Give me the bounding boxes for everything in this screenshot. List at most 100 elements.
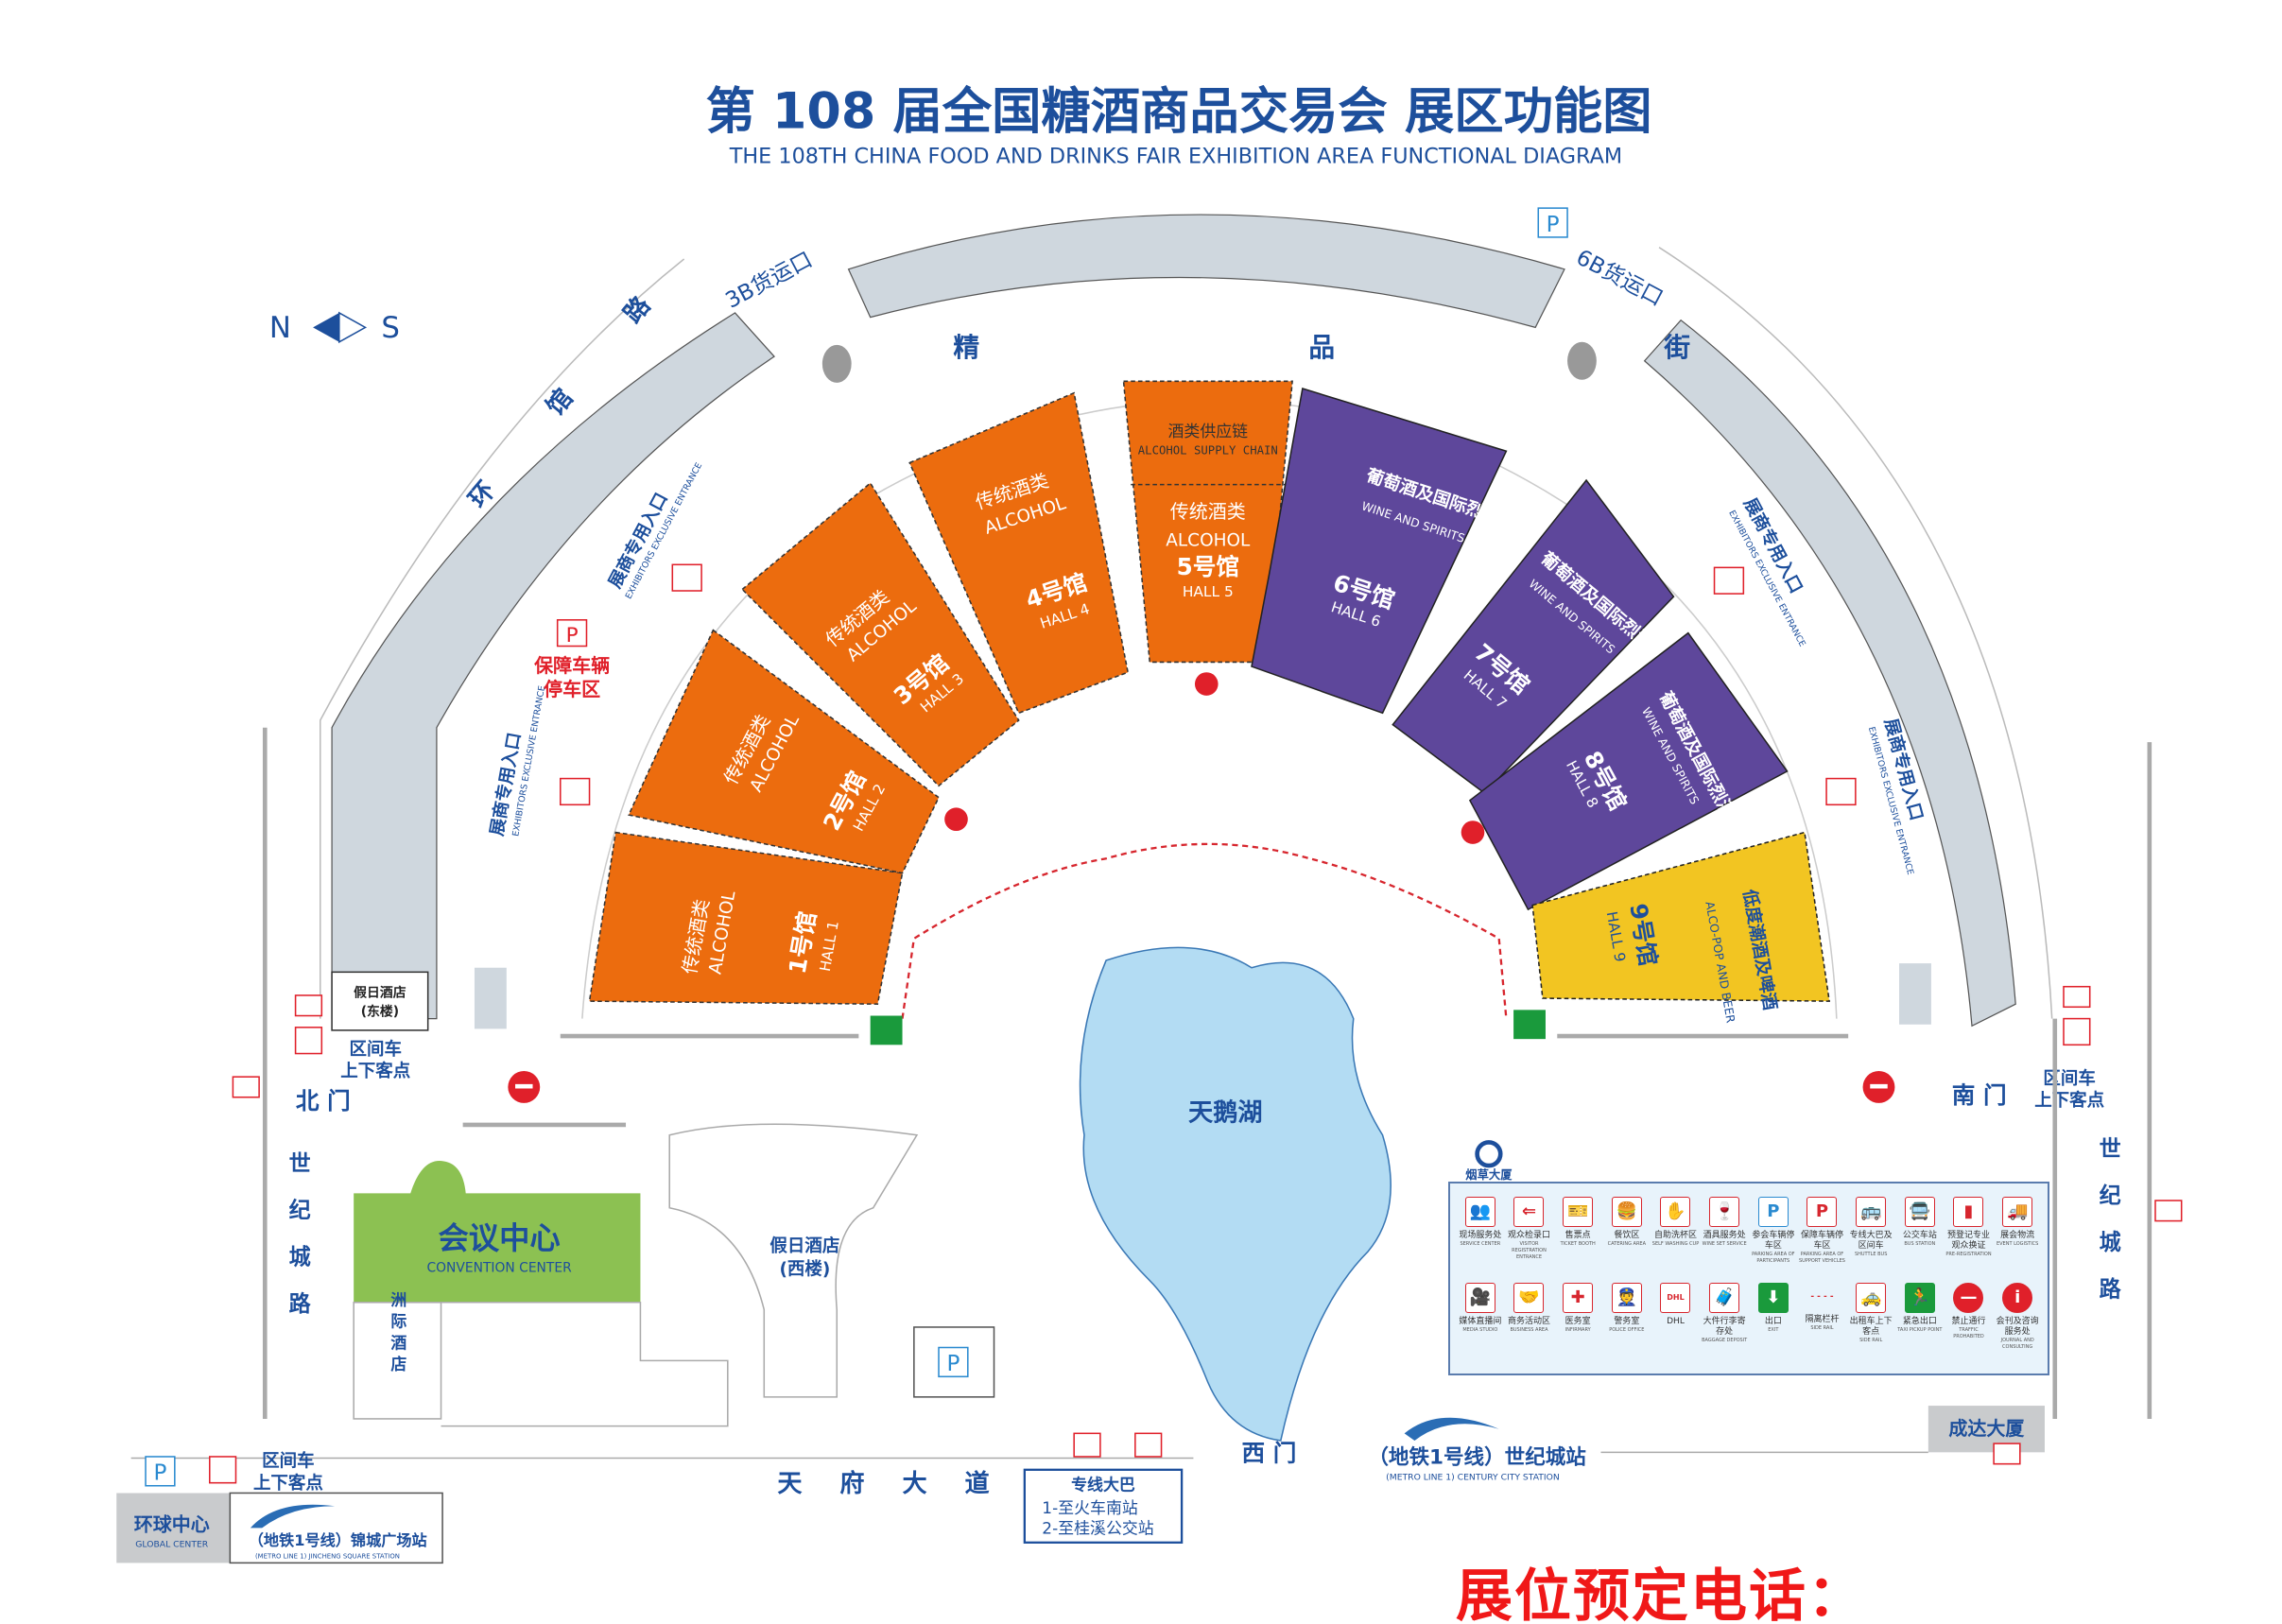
hall-3-shape[interactable] — [741, 481, 1020, 787]
hall-2-shape[interactable] — [628, 629, 940, 874]
hall-9[interactable]: 低度潮酒及啤酒 ALCO-POP AND BEER 9号馆 HALL 9 — [1531, 831, 1831, 1025]
hall-5[interactable]: 酒类供应链 ALCOHOL SUPPLY CHAIN 传统酒类 ALCOHOL … — [1122, 380, 1293, 664]
legend-label-en: TRAFFIC PROHABITED — [1953, 1326, 1984, 1339]
legend-label: 酒具服务处 — [1703, 1231, 1746, 1240]
wine-glass-icon: 🍷 — [1709, 1197, 1740, 1227]
hall-5-shape[interactable] — [1122, 380, 1293, 664]
intercontinental-hotel[interactable] — [353, 1302, 442, 1420]
legend-label: 展会物流 — [2000, 1231, 2035, 1240]
bus-station-icon — [232, 1076, 260, 1098]
jincheng-station[interactable] — [229, 1492, 443, 1564]
legend-label: 隔离栏杆 — [1805, 1314, 1840, 1324]
parking-blue-icon — [938, 1346, 969, 1378]
road-outline-east — [1658, 247, 2053, 1019]
north-gate[interactable]: 北 门 — [296, 1087, 351, 1114]
hall-9-shape[interactable] — [1531, 831, 1831, 1002]
compass-arrow-south-icon — [338, 311, 368, 344]
hall-8[interactable]: 葡萄酒及国际烈酒 WINE AND SPIRITS 8号馆 HALL 8 — [1468, 631, 1789, 911]
parking-letter: P — [1547, 213, 1560, 237]
hall-7[interactable]: 葡萄酒及国际烈酒 WINE AND SPIRITS 7号馆 HALL 7 — [1392, 478, 1675, 795]
bus-station-icon — [2154, 1200, 2183, 1222]
convention-center-label: 会议中心 — [438, 1220, 560, 1256]
legend-label: 医务室 — [1565, 1316, 1591, 1326]
exhibitor-entrance-north-2[interactable]: 展商专用入口 EXHIBITORS EXCLUSIVE ENTRANCE — [486, 684, 591, 838]
food-icon: 🍔 — [1611, 1197, 1642, 1227]
legend-label-en: SIDE RAIL — [1810, 1324, 1834, 1331]
exit-icon[interactable] — [1513, 1010, 1546, 1040]
jincheng-station-label: （地铁1号线）锦城广场站 — [249, 1531, 427, 1549]
legend-label-en: EXIT — [1768, 1326, 1779, 1333]
legend-label-en: EVENT LOGISTICS — [1996, 1241, 2039, 1247]
metro-logo — [1404, 1417, 1499, 1442]
support-parking[interactable]: P 保障车辆 停车区 — [533, 619, 610, 700]
legend-label-en: JOURNAL AND CONSULTING — [2000, 1337, 2034, 1350]
intercontinental-label: 洲 际 酒 店 — [388, 1291, 406, 1373]
hall-4[interactable]: 传统酒类 ALCOHOL 4号馆 HALL 4 — [908, 391, 1130, 715]
bus-station-icon — [2063, 985, 2091, 1009]
holiday-inn-west[interactable] — [668, 1123, 919, 1398]
cross-icon: ✚ — [1563, 1282, 1594, 1313]
shuttle-route-1: 1-至火车南站 — [1042, 1498, 1138, 1517]
global-center-label: 环球中心 — [134, 1512, 210, 1535]
century-city-station-label[interactable]: （地铁1号线）世纪城站 — [1368, 1445, 1586, 1470]
title-cn: 第 108 届全国糖酒商品交易会 展区功能图 — [705, 82, 1651, 140]
parking-red-icon: P — [1807, 1197, 1838, 1227]
hall-4-shape[interactable] — [908, 391, 1130, 715]
road-label-jingpin: 精 品 街 — [953, 332, 1850, 363]
tobacco-logo — [1475, 1140, 1503, 1168]
luggage-icon: 🧳 — [1709, 1282, 1740, 1313]
compass-arrow-icon — [313, 312, 339, 342]
hall-1-shape[interactable] — [588, 831, 904, 1005]
exit-icon[interactable] — [870, 1015, 903, 1045]
swan-lake — [1079, 946, 1392, 1442]
convention-center[interactable] — [354, 1160, 641, 1303]
legend-label: 警务室 — [1614, 1316, 1640, 1326]
side-rail-icon: - - - - — [1810, 1291, 1834, 1302]
legend-label: 自助洗杯区 — [1653, 1231, 1697, 1240]
shuttle-route-2: 2-至桂溪公交站 — [1042, 1519, 1153, 1538]
legend-label-en: CATERING AREA — [1607, 1241, 1647, 1247]
shuttle-bus-icon — [208, 1456, 237, 1484]
roundabout — [1567, 341, 1597, 380]
hall-3[interactable]: 传统酒类 ALCOHOL 3号馆 HALL 3 — [741, 481, 1020, 787]
legend-label: 餐饮区 — [1614, 1231, 1640, 1240]
hall-1[interactable]: 传统酒类 ALCOHOL 1号馆 HALL 1 — [588, 831, 904, 1005]
legend-label: 大件行李寄存处 — [1703, 1316, 1746, 1337]
shuttle-stop-north-1: 区间车 — [350, 1039, 402, 1060]
support-parking-label-2: 停车区 — [544, 678, 600, 700]
hall-5-category: 传统酒类 — [1170, 500, 1246, 523]
people-icon: 👥 — [1464, 1197, 1495, 1227]
legend-label-en: VISITOR REGISTRATION ENTRANCE — [1512, 1241, 1547, 1260]
shuttle-bus-icon — [294, 1027, 323, 1055]
legend-label: 售票点 — [1565, 1231, 1591, 1240]
west-gate[interactable]: 西 门 — [1242, 1440, 1297, 1467]
holiday-inn-east[interactable] — [331, 971, 429, 1031]
parking-blue-icon — [1537, 207, 1568, 238]
camera-icon: 🎥 — [1464, 1282, 1495, 1313]
south-gate[interactable]: 南 门 — [1952, 1081, 2007, 1109]
hall-7-shape[interactable] — [1392, 478, 1675, 795]
road-band-east — [1643, 319, 2016, 1028]
hall-6-shape[interactable] — [1251, 388, 1508, 715]
hall-6[interactable]: 葡萄酒及国际烈酒 WINE AND SPIRITS 6号馆 HALL 6 — [1251, 388, 1508, 715]
convention-center-label-en: CONVENTION CENTER — [426, 1260, 572, 1275]
no-entry-bar — [1870, 1083, 1888, 1089]
info-icon[interactable] — [944, 807, 968, 832]
holiday-inn-west-label-2: (西楼) — [779, 1259, 830, 1280]
emergency-exit-icon: 🏃 — [1904, 1282, 1935, 1313]
truck-icon: 🚚 — [2002, 1197, 2033, 1227]
hall-5-supply-chain-en: ALCOHOL SUPPLY CHAIN — [1138, 443, 1278, 457]
info-icon[interactable] — [1194, 672, 1219, 696]
dock-3b: 3B货运口 — [721, 248, 816, 314]
hall-2[interactable]: 传统酒类 ALCOHOL 2号馆 HALL 2 — [628, 629, 940, 874]
hall-8-shape[interactable] — [1468, 631, 1789, 911]
entrance-icon — [671, 563, 702, 592]
info-icon[interactable] — [1461, 821, 1485, 844]
